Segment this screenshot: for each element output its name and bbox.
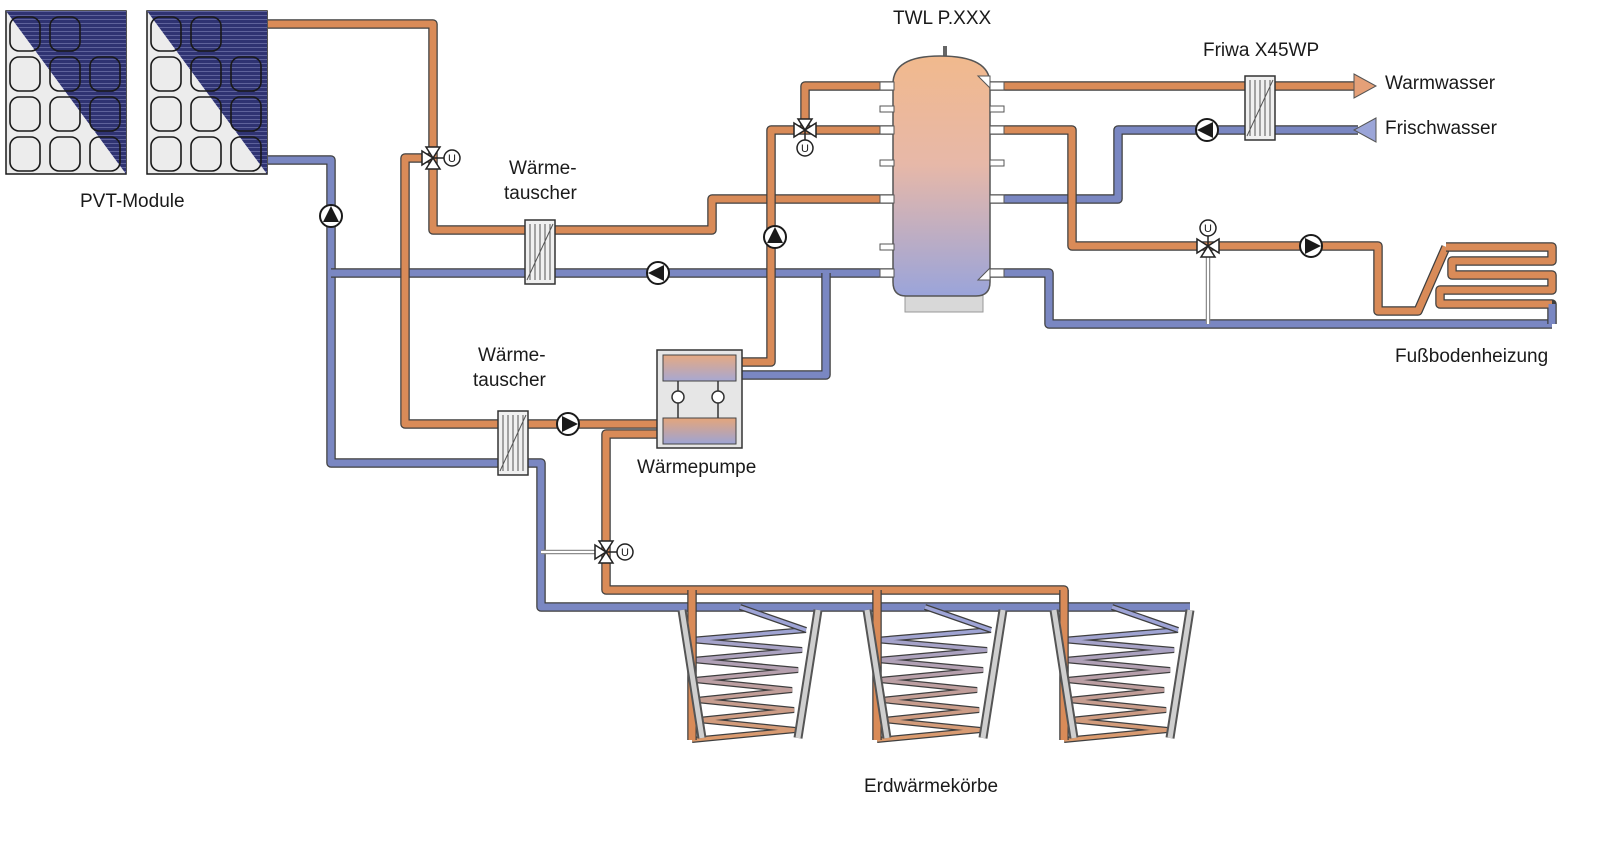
pvt-panel-1 bbox=[5, 10, 127, 175]
storage-tank bbox=[879, 46, 1005, 313]
fresh-water-station bbox=[1244, 75, 1276, 141]
floor-heating-coil bbox=[1435, 242, 1557, 324]
svg-text:U: U bbox=[448, 153, 456, 165]
heat-exchanger-1-label-line2: tauscher bbox=[504, 183, 578, 204]
heat-pump-label: Wärmepumpe bbox=[637, 457, 756, 478]
fresh-water-station-label: Friwa X45WP bbox=[1203, 40, 1319, 61]
fresh-water-label: Frischwasser bbox=[1385, 118, 1498, 139]
heat-exchanger-2-label-line2: tauscher bbox=[473, 370, 547, 391]
three-way-valve-icon: U bbox=[594, 540, 634, 564]
ground-basket-2 bbox=[867, 590, 1003, 743]
heat-exchanger-2-label-line1: Wärme- bbox=[478, 345, 546, 366]
storage-tank-label: TWL P.XXX bbox=[893, 8, 992, 29]
pump-icon bbox=[1299, 234, 1323, 258]
floor-heating-label: Fußbodenheizung bbox=[1395, 346, 1548, 367]
ground-basket-3 bbox=[1054, 590, 1190, 743]
heat-exchanger-2 bbox=[497, 410, 529, 476]
svg-text:U: U bbox=[801, 143, 809, 155]
pump-icon bbox=[556, 412, 580, 436]
pvt-modules-label: PVT-Module bbox=[80, 191, 185, 212]
three-way-valve-icon: U bbox=[793, 118, 817, 157]
hot-water-arrow-icon bbox=[1353, 73, 1378, 99]
heat-exchanger-1-label-line1: Wärme- bbox=[509, 158, 577, 179]
pvt-panel-2 bbox=[146, 10, 268, 175]
svg-text:U: U bbox=[621, 547, 629, 559]
svg-text:U: U bbox=[1204, 223, 1212, 235]
pump-icon bbox=[763, 225, 787, 249]
ground-baskets-label: Erdwärmekörbe bbox=[864, 776, 998, 797]
pump-icon bbox=[319, 204, 343, 228]
three-way-valve-icon: U bbox=[1196, 219, 1220, 258]
ground-basket-1 bbox=[682, 590, 818, 743]
heat-exchanger-1 bbox=[524, 219, 556, 285]
pump-icon bbox=[646, 261, 670, 285]
fresh-water-arrow-icon bbox=[1352, 117, 1377, 143]
pump-icon bbox=[1195, 118, 1219, 142]
three-way-valve-icon: U bbox=[421, 146, 461, 170]
heat-pump bbox=[656, 349, 743, 449]
hot-water-label: Warmwasser bbox=[1385, 73, 1496, 94]
